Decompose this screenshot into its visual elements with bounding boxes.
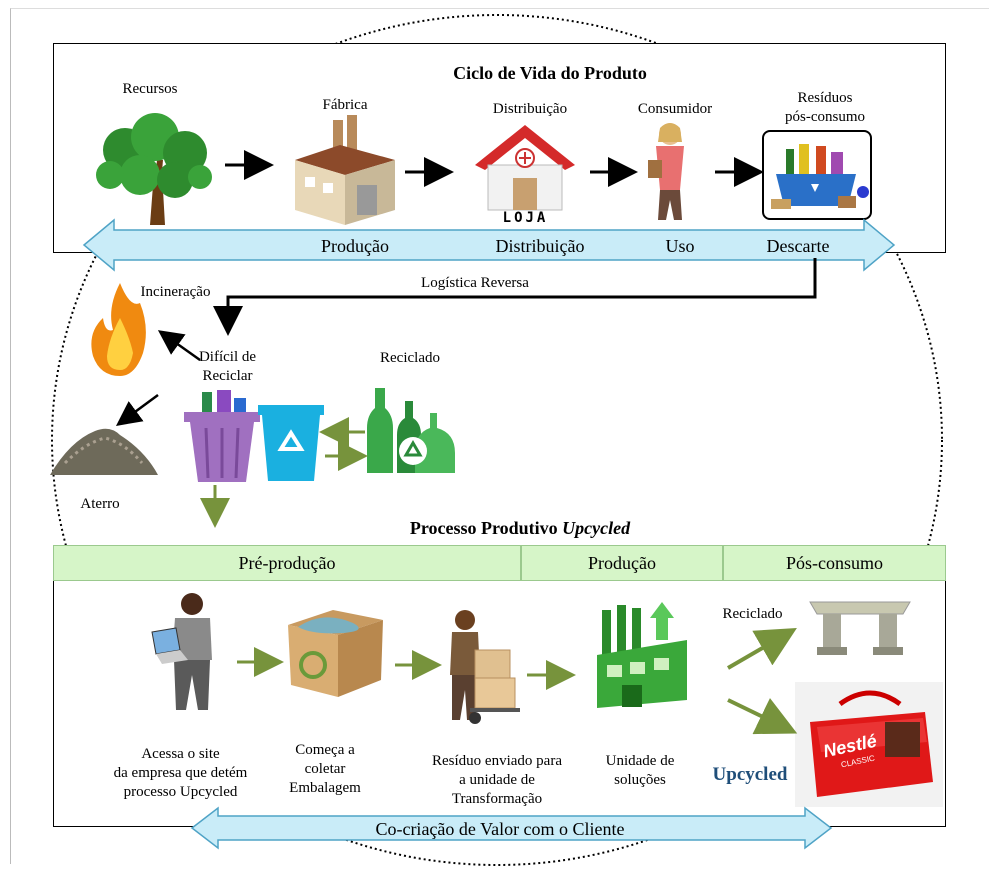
logistica-reversa-label: Logística Reversa [421,275,529,291]
outer-frame [10,8,989,864]
upcycled-title: Processo Produtivo Upcycled [330,517,710,540]
stage-residuos-line1: Resíduos [797,90,853,106]
tree-icon [96,113,212,225]
step-comeca-line3: Embalagem [289,779,361,796]
phase-producao: Produção [321,236,389,256]
store-sign: LOJA [502,210,549,226]
phase-bar-pos: Pós-consumo [723,545,946,581]
phase-bar-producao: Produção [521,545,723,581]
factory-icon [295,115,395,225]
dificil-line1: Difícil de [198,349,257,365]
stage-distribuicao-label: Distribuição [492,101,568,117]
stage-fabrica-label: Fábrica [322,97,368,113]
dificil-line2: Reciclar [202,367,253,384]
delivery-man-icon [450,610,520,724]
phase-bar-pre: Pré-produção [53,545,521,581]
phase-distribuicao: Distribuição [495,236,585,256]
cocriacao-label: Co-criação de Valor com o Cliente [375,819,625,839]
recycle-bin-icon [258,405,324,481]
incineracao-label: Incineração [140,284,211,300]
purple-bin-icon [184,390,260,482]
step-residuo-line1: Resíduo enviado para [432,753,562,769]
step-unidade-label: Unidade de soluções [590,752,690,790]
dificil-label: Difícil de Reciclar [180,348,275,386]
upcycled-title-plain: Processo Produtivo [409,518,563,538]
step-comeca-label: Começa a coletar Embalagem [280,741,370,797]
store-icon [475,125,575,211]
stage-residuos-line2: pós-consumo [785,108,865,125]
step-comeca-line1: Começa a [295,742,355,758]
stage-recursos-label: Recursos [122,81,178,97]
nestle-bag-icon [795,682,943,807]
upcycled-title-italic: Upcycled [562,518,631,538]
man-laptop-icon [151,593,212,710]
green-bottles-icon [367,388,455,473]
landfill-icon [50,428,158,475]
reciclado-label-bottom: Reciclado [722,606,783,622]
step-acessa-label: Acessa o site da empresa que detém proce… [103,745,258,801]
green-factory-icon [597,602,687,708]
reciclado-label-middle: Reciclado [380,350,440,366]
step-unidade-line2: soluções [614,771,666,788]
step-acessa-line1: Acessa o site [141,746,220,762]
phase-uso: Uso [665,236,695,256]
stage-consumidor-label: Consumidor [637,101,713,117]
step-unidade-line1: Unidade de [605,753,675,769]
bench-icon [809,601,911,655]
phase-descarte: Descarte [766,236,830,256]
step-residuo-line3: Transformação [451,790,543,807]
step-acessa-line2: da empresa que detém [113,764,248,781]
fire-icon [91,283,146,376]
step-acessa-line3: processo Upcycled [123,783,238,800]
step-residuo-line2: a unidade de [459,771,535,788]
upcycled-label: Upcycled [712,764,788,785]
cardboard-box-icon [288,610,383,697]
waste-bin-icon [771,144,869,209]
step-residuo-label: Resíduo enviado para a unidade de Transf… [412,752,582,808]
step-comeca-line2: coletar [304,760,346,777]
consumer-icon [648,123,684,220]
stage-residuos-label: Resíduos pós-consumo [770,89,880,127]
life-cycle-title: Ciclo de Vida do Produto [453,63,647,83]
aterro-label: Aterro [80,496,120,512]
